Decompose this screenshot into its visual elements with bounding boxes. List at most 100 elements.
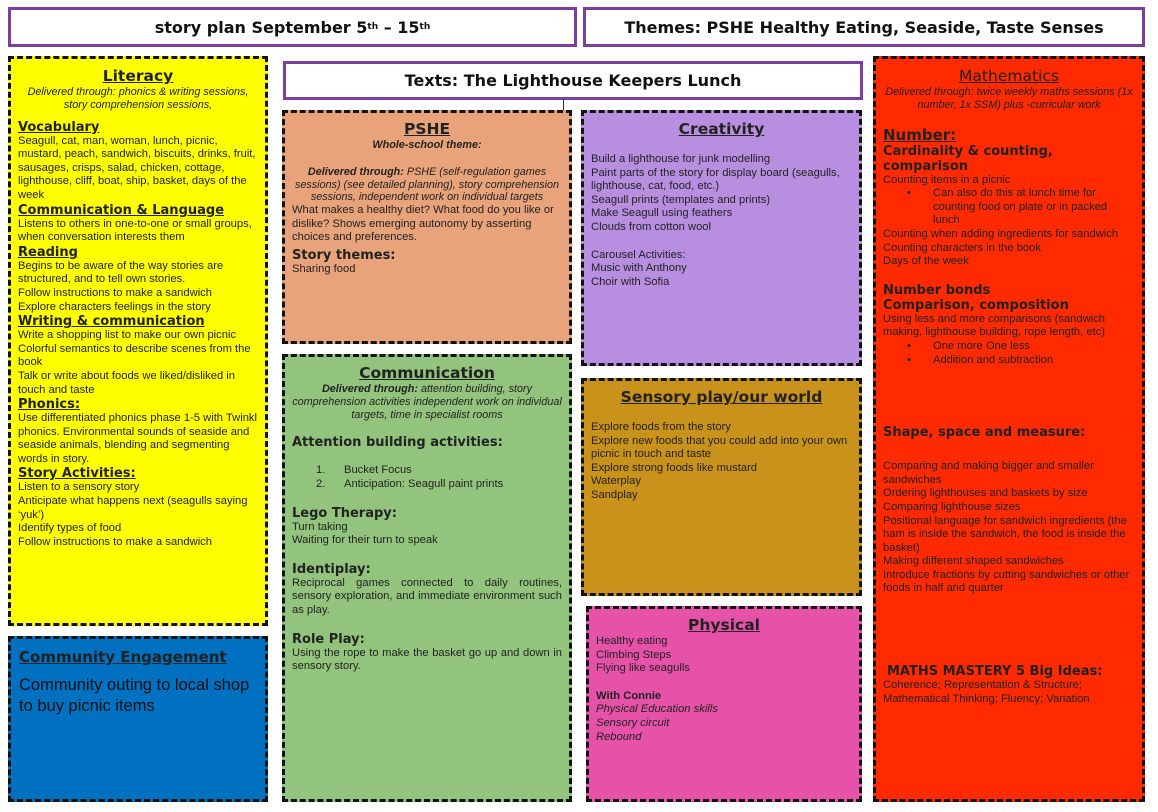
- role-play-heading: Role Play:: [292, 631, 365, 647]
- identiplay-text: Reciprocal games connected to daily rout…: [292, 576, 562, 616]
- cardinality-item: Counting items in a picnic: [883, 173, 1011, 186]
- communication-delivered: Delivered through: attention building, s…: [292, 383, 562, 421]
- story-themes-heading: Story themes:: [292, 247, 396, 263]
- shape-item: Positional language for sandwich ingredi…: [883, 514, 1127, 554]
- attention-item-text: Anticipation: Seagull paint prints: [343, 477, 504, 490]
- writing-item: Write a shopping list to make our own pi…: [18, 329, 237, 342]
- literacy-box: Literacy Delivered through: phonics & wr…: [8, 56, 268, 626]
- attention-item-text: Bucket Focus: [343, 464, 412, 477]
- writing-item: Colorful semantics to describe scenes fr…: [18, 342, 251, 369]
- writing-heading: Writing & communication: [18, 314, 205, 330]
- phonics-text: Use differentiated phonics phase 1-5 wit…: [18, 412, 258, 465]
- connie-item: Sensory circuit: [596, 716, 670, 729]
- sensory-title: Sensory play/our world: [620, 388, 823, 406]
- attention-item: 1. Bucket Focus: [316, 464, 412, 477]
- cardinality-heading: Cardinality & counting, comparison: [883, 143, 1053, 174]
- writing-item: Talk or write about foods we liked/disli…: [18, 369, 236, 396]
- mastery-heading: MATHS MASTERY 5 Big Ideas:: [887, 664, 1103, 680]
- sensory-box: Sensory play/our world Explore foods fro…: [581, 378, 862, 596]
- physical-item: Flying like seagulls: [596, 662, 690, 675]
- cardinality-bullet: Can also do this at lunch time for count…: [883, 187, 1135, 228]
- lego-heading: Lego Therapy:: [292, 505, 397, 521]
- comparison-heading: Comparison, composition: [883, 297, 1069, 313]
- pshe-delivered-label: Delivered through:: [307, 165, 404, 178]
- pshe-subtitle: Whole-school theme:: [372, 139, 482, 151]
- connie-item: Physical Education skills: [596, 703, 718, 716]
- maths-delivered: Delivered through: twice weekly maths se…: [885, 86, 1133, 111]
- comparison-bullet: Addition and subtraction: [883, 354, 1135, 368]
- communication-delivered-text: attention building, story comprehension …: [292, 383, 562, 421]
- sensory-item: Explore strong foods like mustard: [591, 461, 758, 474]
- identiplay-heading: Identiplay:: [292, 561, 371, 577]
- number-heading: Number:: [883, 125, 957, 144]
- sensory-item: Waterplay: [591, 475, 641, 488]
- cardinality-item: Days of the week: [883, 255, 969, 268]
- pshe-delivered-text: PSHE (self-regulation games sessions) (s…: [294, 165, 560, 204]
- communication-delivered-label: Delivered through:: [321, 383, 418, 395]
- pshe-box: PSHE Whole-school theme: Delivered throu…: [282, 110, 572, 344]
- community-text: Community outing to local shop to buy pi…: [19, 676, 250, 715]
- shape-item: Comparing and making bigger and smaller …: [883, 460, 1094, 486]
- attention-heading: Attention building activities:: [292, 435, 503, 451]
- communication-language-text: Listens to others in one-to-one or small…: [18, 217, 252, 244]
- shape-item: Ordering lighthouses and baskets by size: [883, 487, 1088, 500]
- shape-heading: Shape, space and measure:: [883, 425, 1086, 441]
- plan-title-sup1: th: [367, 22, 379, 32]
- plan-title-mid: – 15: [378, 17, 420, 37]
- plan-title-sup2: th: [419, 22, 431, 32]
- vocabulary-text: Seagull, cat, man, woman, lunch, picnic,…: [18, 134, 256, 201]
- story-activities-heading: Story Activities:: [18, 466, 136, 482]
- reading-item: Begins to be aware of the way stories ar…: [18, 259, 224, 286]
- pshe-title: PSHE: [403, 120, 451, 138]
- reading-item: Explore characters feelings in the story: [18, 300, 211, 313]
- story-activity-item: Listen to a sensory story: [18, 481, 140, 494]
- connie-item: Rebound: [596, 730, 642, 743]
- cardinality-item: Counting when adding ingredients for san…: [883, 227, 1119, 240]
- story-activity-item: Follow instructions to make a sandwich: [18, 535, 213, 548]
- carousel-heading: Carousel Activities:: [591, 248, 686, 261]
- creativity-item: Seagull prints (templates and prints): [591, 193, 771, 206]
- pshe-delivered: Delivered through: PSHE (self-regulation…: [292, 166, 562, 204]
- creativity-item: Clouds from cotton wool: [591, 220, 712, 233]
- creativity-item: Make Seagull using feathers: [591, 207, 733, 220]
- reading-heading: Reading: [18, 244, 78, 260]
- story-activity-item: Identify types of food: [18, 522, 122, 535]
- vocabulary-heading: Vocabulary: [18, 119, 100, 135]
- cardinality-item: Counting characters in the book: [883, 241, 1041, 254]
- physical-item: Healthy eating: [596, 635, 668, 647]
- maths-box: Mathematics Delivered through: twice wee…: [873, 56, 1145, 802]
- sensory-item: Sandplay: [591, 488, 638, 501]
- carousel-item: Music with Anthony: [591, 262, 687, 275]
- shape-item: Making different shaped sandwiches: [883, 555, 1064, 568]
- community-title: Community Engagement: [19, 648, 227, 666]
- themes-title: Themes: PSHE Healthy Eating, Seaside, Ta…: [583, 7, 1145, 47]
- shape-item: Introduce fractions by cutting sandwiche…: [883, 568, 1130, 595]
- creativity-item: Build a lighthouse for junk modelling: [591, 153, 771, 165]
- physical-title: Physical: [688, 616, 760, 634]
- shape-item: Comparing lighthouse sizes: [883, 500, 1021, 513]
- creativity-item: Paint parts of the story for display boa…: [591, 166, 840, 193]
- comparison-text: Using less and more comparisons (sandwic…: [883, 312, 1106, 339]
- number-bonds-heading: Number bonds: [883, 282, 991, 298]
- pshe-body: What makes a healthy diet? What food do …: [292, 204, 554, 244]
- maths-title: Mathematics: [959, 67, 1059, 85]
- community-box: Community Engagement Community outing to…: [8, 636, 268, 802]
- story-activity-item: Anticipate what happens next (seagulls s…: [18, 495, 248, 521]
- communication-language-heading: Communication & Language: [18, 202, 225, 218]
- connie-heading: With Connie: [596, 689, 662, 702]
- physical-item: Climbing Steps: [596, 648, 672, 661]
- role-play-text: Using the rope to make the basket go up …: [292, 646, 562, 673]
- communication-title: Communication: [359, 364, 495, 382]
- mastery-text: Coherence; Representation & Structure; M…: [883, 679, 1090, 705]
- physical-box: Physical Healthy eating Climbing Steps F…: [586, 606, 862, 802]
- carousel-item: Choir with Sofia: [591, 275, 670, 288]
- lego-item: Waiting for their turn to speak: [292, 534, 438, 547]
- attention-item: 2. Anticipation: Seagull paint prints: [316, 477, 504, 490]
- plan-title-main: story plan September 5: [154, 17, 368, 37]
- communication-box: Communication Delivered through: attenti…: [282, 354, 572, 802]
- reading-item: Follow instructions to make a sandwich: [18, 286, 213, 299]
- sensory-item: Explore new foods that you could add int…: [591, 434, 848, 461]
- literacy-delivered: Delivered through: phonics & writing ses…: [27, 86, 249, 111]
- lego-item: Turn taking: [292, 520, 348, 533]
